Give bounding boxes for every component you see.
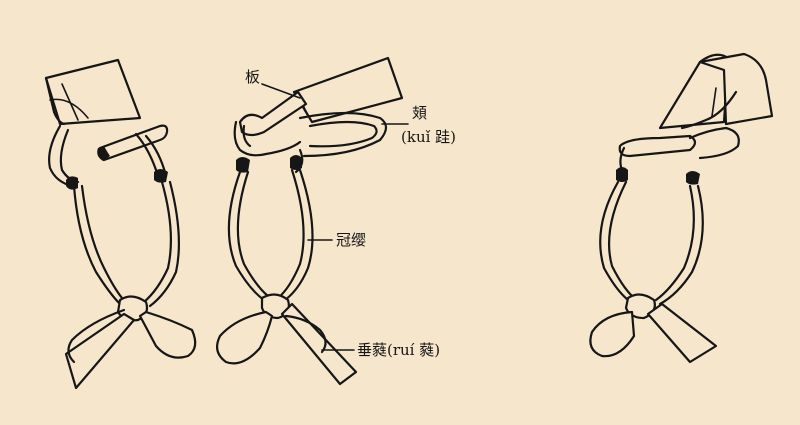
label-chuirui: 垂蕤(ruí 蕤) — [357, 341, 441, 359]
label-ban: 板 — [245, 68, 261, 86]
pointer-ban — [261, 83, 301, 99]
label-kui-pinyin: (kuǐ 跬) — [401, 128, 457, 146]
figure-right — [589, 52, 774, 364]
figure-left — [44, 58, 197, 390]
figure-middle — [215, 56, 404, 386]
label-guanying: 冠缨 — [336, 231, 367, 249]
label-kui: 頍 — [412, 104, 428, 122]
